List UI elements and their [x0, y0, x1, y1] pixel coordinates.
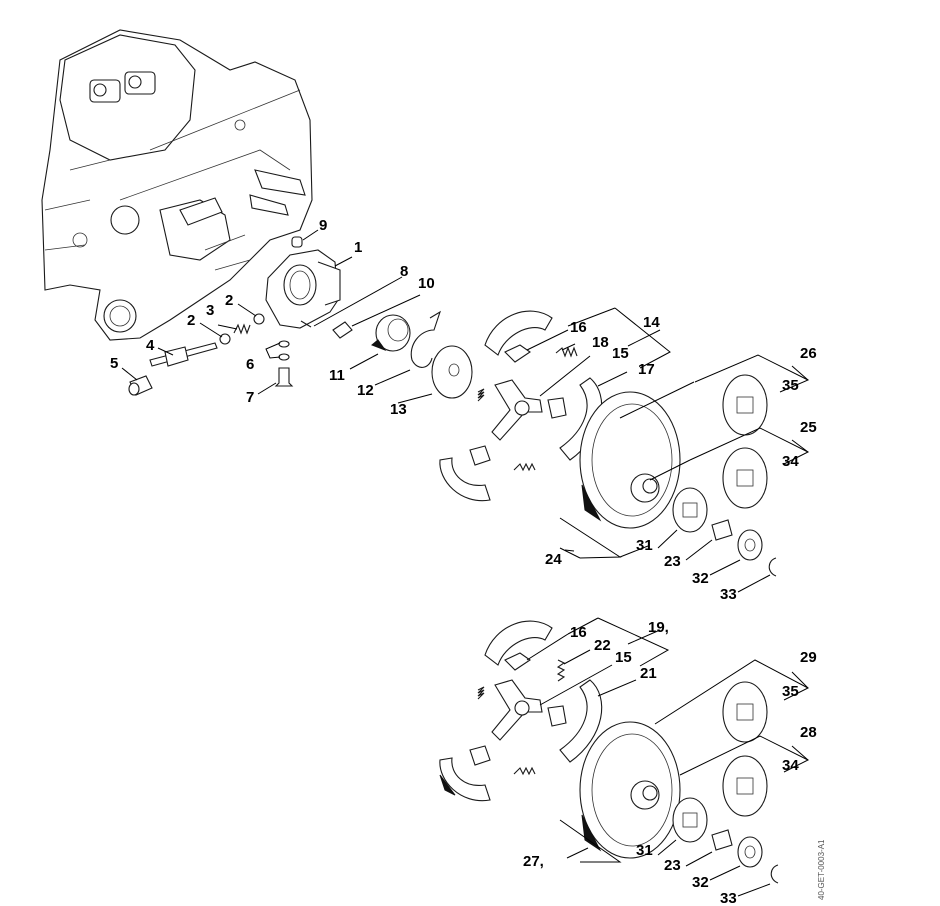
callout-21: 21 — [640, 665, 657, 682]
callout-34: 34 — [782, 757, 799, 774]
tension-spring-lower-a — [556, 659, 566, 682]
callout-31: 31 — [636, 842, 653, 859]
rim-sprocket-31-lower — [672, 797, 708, 843]
worm-gear — [371, 314, 411, 352]
callout-26: 26 — [800, 345, 817, 362]
reference-code: 40-GET-0003-A1 — [817, 839, 826, 900]
callout-35: 35 — [782, 683, 799, 700]
callout-7: 7 — [246, 389, 254, 406]
callout-22: 22 — [594, 637, 611, 654]
callout-33: 33 — [720, 890, 737, 906]
engine-housing — [41, 29, 313, 341]
callout-16: 16 — [570, 319, 587, 336]
callout-32: 32 — [692, 570, 709, 587]
clutch-shoe-insert-upper-b — [547, 397, 567, 419]
callout-8: 8 — [400, 263, 408, 280]
clutch-drum-upper — [579, 391, 681, 529]
thrust-washer — [431, 345, 473, 399]
worm-shaft — [149, 342, 218, 367]
clutch-carrier-lower — [491, 679, 543, 741]
callout-34: 34 — [782, 453, 799, 470]
clutch-shoe-insert-lower — [504, 652, 531, 671]
callout-27: 27, — [523, 853, 544, 870]
sleeve — [291, 236, 303, 248]
callouts: 1 2 2 3 4 5 6 7 8 9 10 11 12 13 14 16 18… — [110, 217, 817, 906]
rim-sprocket-31-upper — [672, 487, 708, 533]
e-clip-upper — [768, 557, 777, 577]
callout-5: 5 — [110, 355, 118, 372]
callout-12: 12 — [357, 382, 374, 399]
clutch-shoe-upper-a — [484, 310, 553, 356]
callout-17: 17 — [638, 361, 655, 378]
e-clip-lower — [770, 864, 779, 884]
washer-large-lower — [737, 836, 763, 868]
screw — [332, 321, 353, 339]
wire-spring — [410, 310, 441, 368]
o-rings — [278, 340, 290, 361]
rim-sprocket-34-upper — [722, 447, 768, 509]
washer-upper — [253, 313, 265, 325]
clutch-shoe-lower-c — [439, 745, 491, 802]
callout-15: 15 — [615, 649, 632, 666]
rim-sprocket-35-upper — [722, 374, 768, 436]
clutch-shoe-insert-upper — [504, 344, 531, 363]
adjusting-screw — [274, 367, 294, 387]
washer-lower — [219, 333, 231, 345]
callout-35: 35 — [782, 377, 799, 394]
clutch-shoe-upper-c — [439, 445, 491, 502]
callout-14: 14 — [643, 314, 660, 331]
clutch-drum-lower — [579, 721, 681, 859]
clutch-shoe-lower-b — [559, 679, 603, 763]
callout-15: 15 — [612, 345, 629, 362]
callout-19: 19, — [648, 619, 669, 636]
drive-cap — [128, 375, 153, 396]
callout-1: 1 — [354, 239, 362, 256]
callout-16: 16 — [570, 624, 587, 641]
clutch-carrier-upper — [491, 379, 543, 441]
tension-spring-lower-b — [477, 686, 485, 700]
callout-23: 23 — [664, 553, 681, 570]
tension-spring-upper-b — [477, 388, 485, 402]
callout-29: 29 — [800, 649, 817, 666]
callout-13: 13 — [390, 401, 407, 418]
callout-10: 10 — [418, 275, 435, 292]
rim-sprocket-35-lower — [722, 681, 768, 743]
callout-31: 31 — [636, 537, 653, 554]
clutch-shoe-lower-a — [484, 620, 553, 666]
callout-23: 23 — [664, 857, 681, 874]
callout-24: 24 — [545, 551, 562, 568]
callout-18: 18 — [592, 334, 609, 351]
callout-4: 4 — [146, 337, 155, 354]
needle-cage-upper — [711, 519, 733, 541]
leader-lines — [121, 229, 810, 897]
callout-25: 25 — [800, 419, 817, 436]
callout-28: 28 — [800, 724, 817, 741]
callout-6: 6 — [246, 356, 254, 373]
spring — [233, 323, 251, 335]
clutch-shoe-insert-lower-b — [547, 705, 567, 727]
callout-11: 11 — [329, 367, 345, 384]
needle-cage-lower — [711, 829, 733, 851]
callout-32: 32 — [692, 874, 709, 891]
rim-sprocket-34-lower — [722, 755, 768, 817]
callout-2: 2 — [225, 292, 233, 309]
clutch-shoe-upper-b — [559, 377, 603, 461]
pin — [300, 320, 312, 328]
callout-33: 33 — [720, 586, 737, 603]
tension-spring-upper-a — [555, 346, 578, 358]
tension-spring-lower-c — [513, 766, 536, 776]
tension-spring-upper-c — [513, 462, 536, 472]
oil-pump-housing — [265, 249, 341, 329]
callout-9: 9 — [319, 217, 327, 234]
callout-2: 2 — [187, 312, 195, 329]
callout-3: 3 — [206, 302, 214, 319]
washer-large-upper — [737, 529, 763, 561]
